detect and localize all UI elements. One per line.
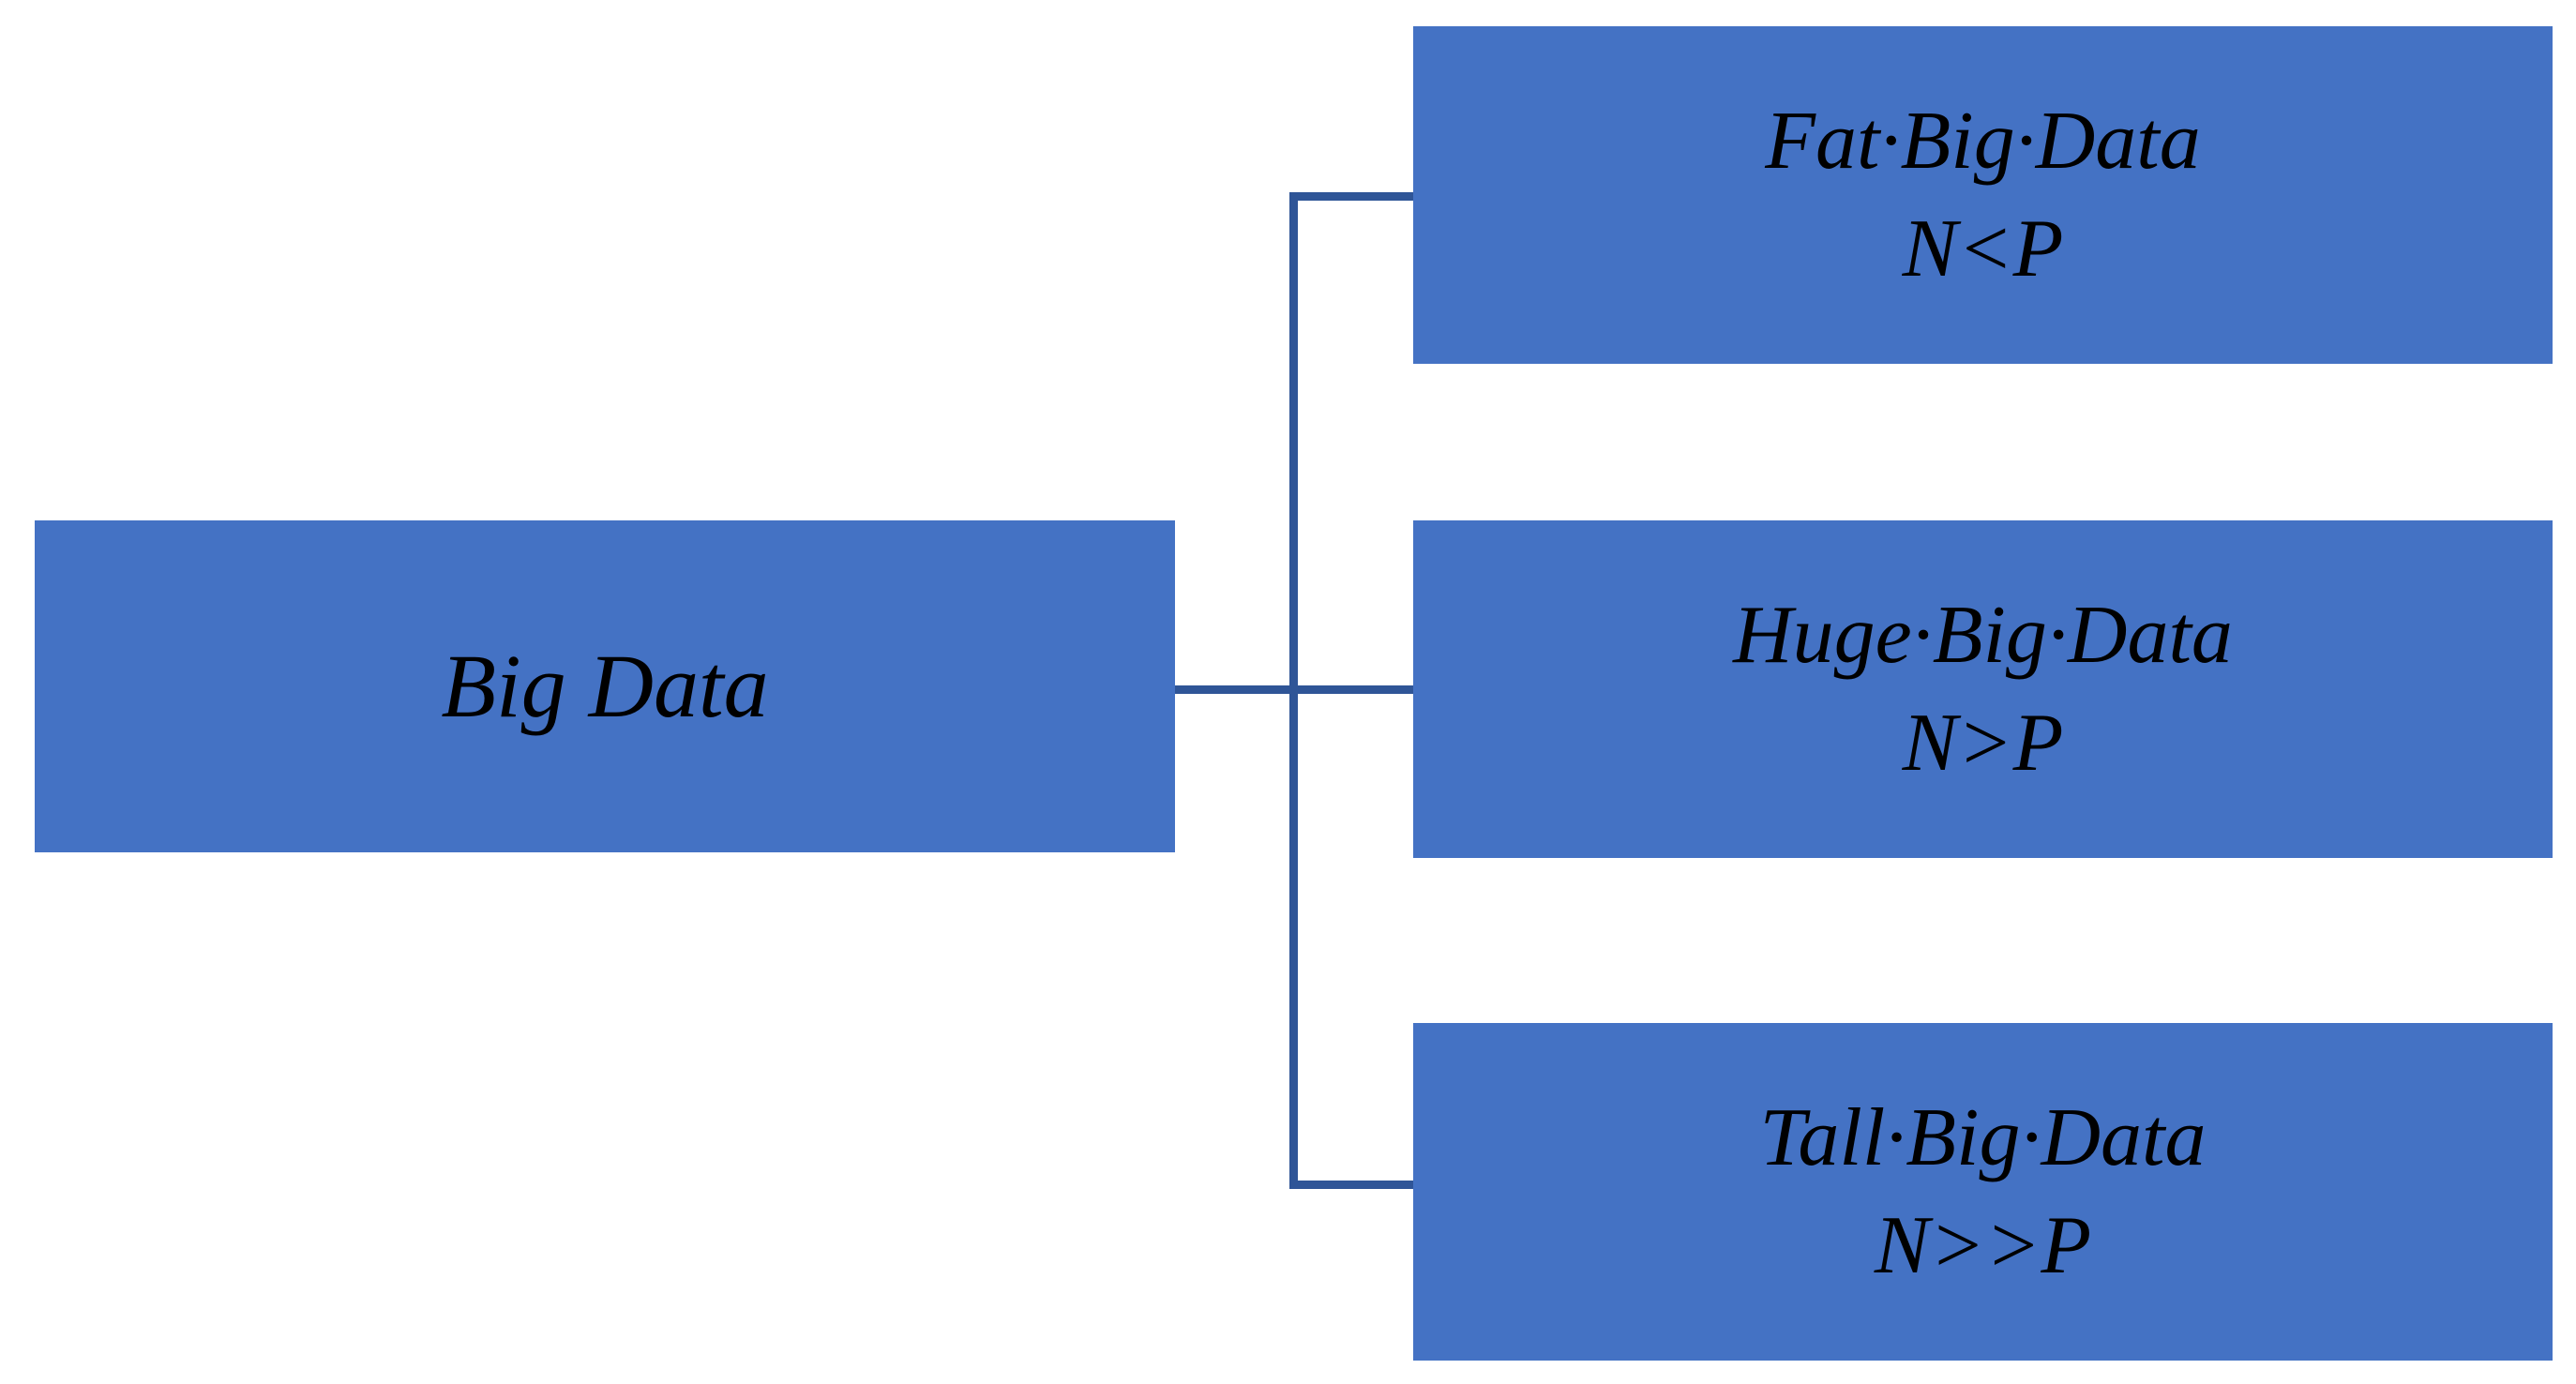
child-box-tall-big-data: Tall·Big·Data N>>P bbox=[1413, 1023, 2553, 1361]
connector-root-to-tree bbox=[1174, 685, 1414, 694]
child-box-subtitle: N>>P bbox=[1874, 1200, 2092, 1291]
child-box-subtitle: N<P bbox=[1902, 203, 2064, 294]
child-box-title: Fat·Big·Data bbox=[1765, 95, 2201, 187]
child-box-title: Huge·Big·Data bbox=[1733, 589, 2233, 681]
connector-to-tall-box bbox=[1289, 1181, 1414, 1189]
child-box-title: Tall·Big·Data bbox=[1759, 1091, 2207, 1183]
child-box-subtitle: N>P bbox=[1902, 698, 2064, 789]
root-box-big-data: Big Data bbox=[35, 520, 1175, 852]
root-box-label: Big Data bbox=[441, 636, 769, 737]
connector-to-fat-box bbox=[1289, 192, 1414, 201]
child-box-fat-big-data: Fat·Big·Data N<P bbox=[1413, 26, 2553, 364]
child-box-huge-big-data: Huge·Big·Data N>P bbox=[1413, 520, 2553, 858]
